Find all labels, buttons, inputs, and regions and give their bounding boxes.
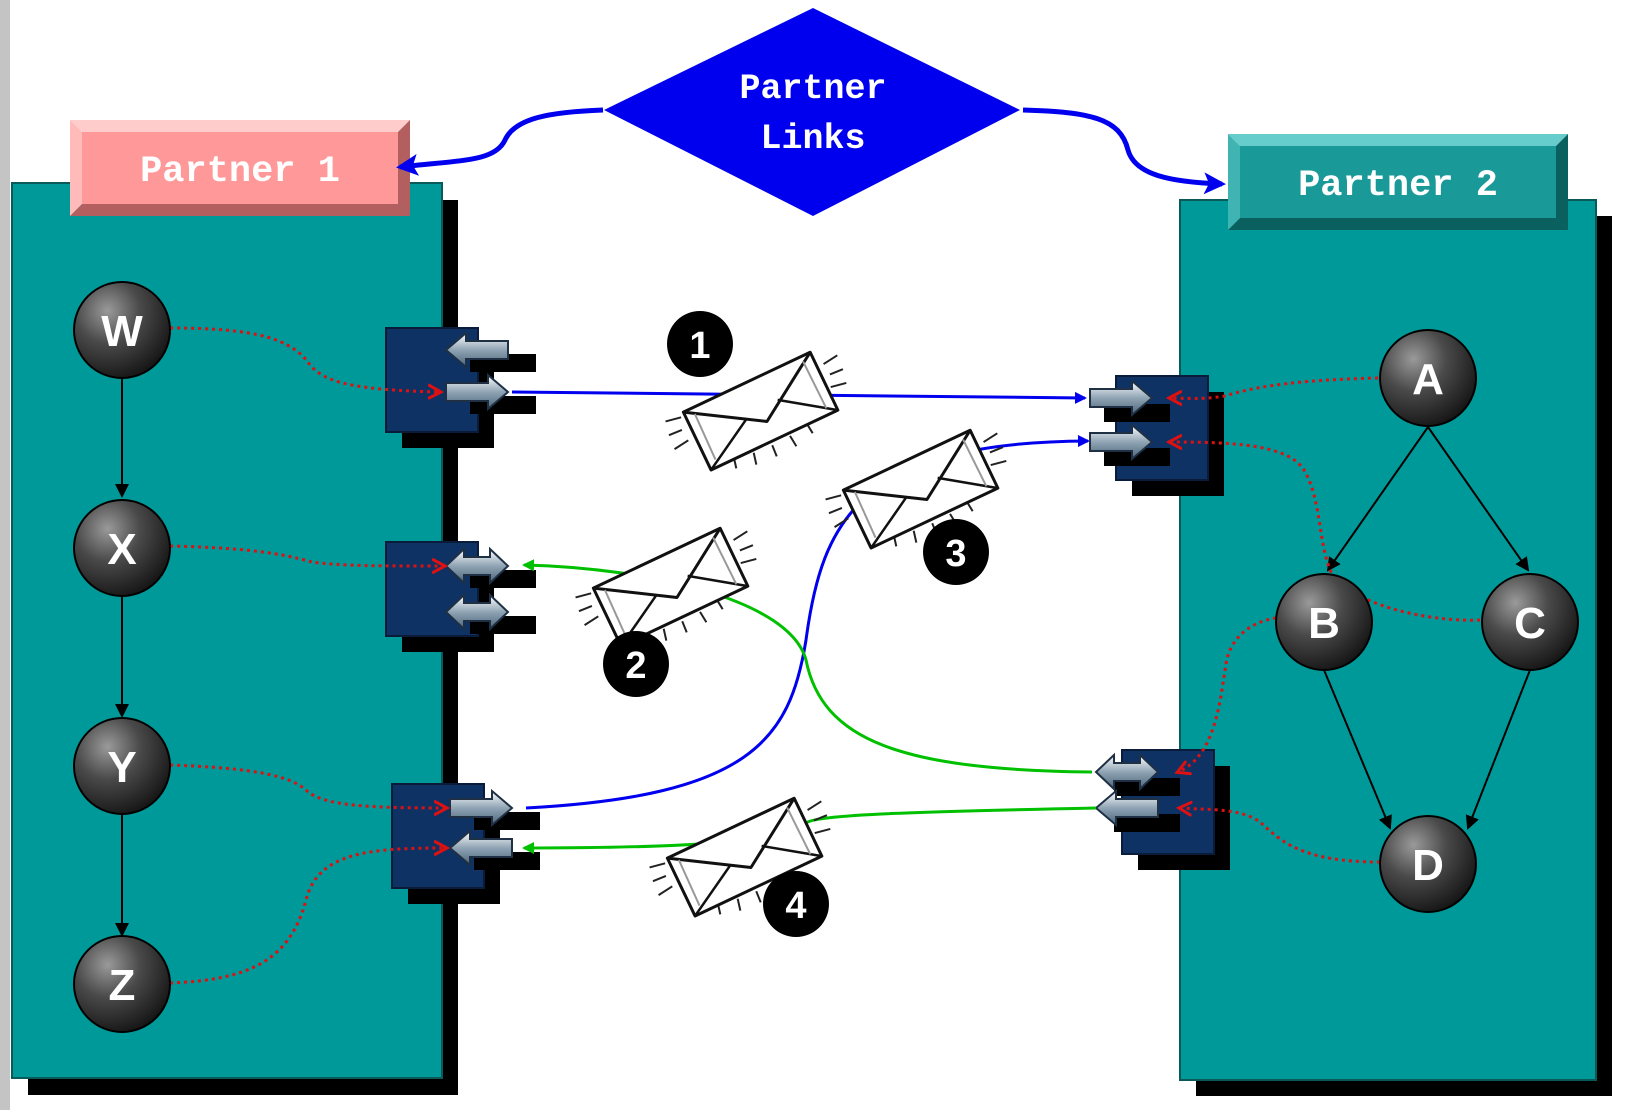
partner-links-diamond: Partner Links (604, 8, 1020, 216)
partner1-title: Partner 1 (140, 151, 340, 193)
node-label-y: Y (107, 743, 136, 792)
port-p1-w[interactable] (385, 327, 536, 448)
port-p2-a[interactable] (1089, 375, 1224, 496)
node-label-x: X (107, 525, 136, 574)
activity-node-y[interactable]: Y (73, 717, 171, 815)
node-label-b: B (1308, 599, 1340, 648)
node-label-z: Z (109, 961, 136, 1010)
activity-node-b[interactable]: B (1275, 573, 1373, 671)
activity-node-c[interactable]: C (1481, 573, 1579, 671)
envelope-icon-2 (568, 517, 776, 669)
activity-node-z[interactable]: Z (73, 935, 171, 1033)
step-label-3: 3 (945, 533, 966, 575)
partner1-header: Partner 1 (70, 120, 410, 216)
step-label-1: 1 (689, 325, 710, 367)
message-links (511, 390, 1097, 854)
activity-node-d[interactable]: D (1379, 815, 1477, 913)
node-label-a: A (1412, 355, 1444, 404)
step-badge-3: 3 (923, 519, 989, 585)
partner-links-line1: Partner (739, 69, 886, 109)
node-label-w: W (101, 307, 143, 356)
node-label-d: D (1412, 841, 1444, 890)
activity-node-w[interactable]: W (73, 281, 171, 379)
activity-port-links (169, 326, 1481, 985)
partner-links-line2: Links (760, 119, 865, 159)
step-label-4: 4 (785, 885, 806, 927)
activity-node-x[interactable]: X (73, 499, 171, 597)
step-label-2: 2 (625, 645, 646, 687)
step-badge-4: 4 (763, 871, 829, 937)
partner2-header: Partner 2 (1228, 134, 1568, 230)
step-badge-2: 2 (603, 631, 669, 697)
port-p2-d[interactable] (1095, 749, 1230, 870)
step-badge-1: 1 (667, 311, 733, 377)
partner-links-connector (396, 107, 1226, 195)
envelope-icon-3 (818, 419, 1026, 571)
port-p1-y[interactable] (391, 783, 540, 904)
slide-left-edge (0, 0, 10, 1110)
partner2-title: Partner 2 (1298, 165, 1498, 207)
partner2-flow-arrows (1323, 426, 1531, 830)
node-label-c: C (1514, 599, 1546, 648)
activity-node-a[interactable]: A (1379, 329, 1477, 427)
port-p1-x[interactable] (385, 541, 536, 652)
